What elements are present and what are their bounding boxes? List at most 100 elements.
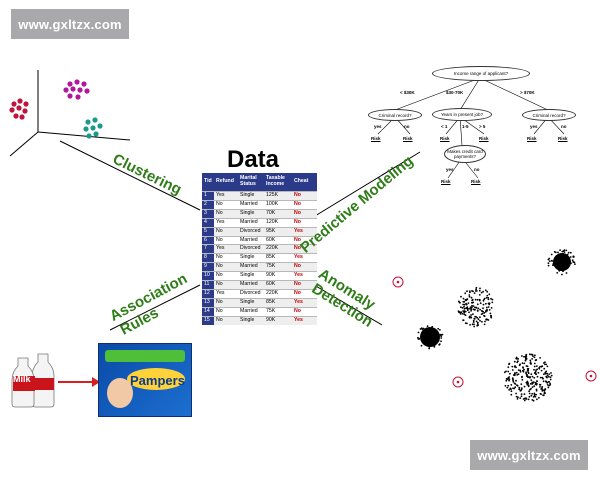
scatter-point [472, 313, 474, 316]
table-cell: 1 [202, 191, 214, 201]
table-cell: 90K [264, 271, 292, 281]
scatter-point [528, 390, 530, 393]
cluster-magenta-dots [63, 79, 90, 100]
scatter-point [437, 327, 440, 330]
scatter-point [514, 365, 516, 367]
scatter-point [463, 305, 465, 308]
tree-node-mid2: Makes credit card payments? [444, 145, 486, 163]
scatter-point [514, 386, 517, 389]
scatter-point [562, 250, 565, 253]
scatter-point [542, 394, 545, 397]
scatter-point [457, 300, 460, 303]
scatter-point [520, 393, 523, 395]
scatter-point [536, 375, 539, 378]
scatter-point [565, 249, 568, 252]
table-cell: No [214, 262, 238, 272]
line-clustering [59, 140, 201, 211]
scatter-point [484, 289, 487, 292]
scatter-point [569, 256, 572, 258]
scatter-point [557, 253, 560, 256]
scatter-point [534, 395, 537, 398]
tree-left-no: no [404, 124, 410, 129]
scatter-point [551, 260, 554, 262]
scatter-point [476, 309, 479, 312]
scatter-point [508, 389, 511, 391]
scatter-point [530, 394, 533, 397]
table-header-row: Tid Refund Marital Status Taxable Income… [202, 173, 317, 192]
scatter-point [553, 264, 556, 266]
scatter-point [523, 399, 526, 402]
scatter-point [482, 303, 485, 306]
scatter-point [464, 322, 467, 325]
scatter-point [535, 389, 538, 392]
scatter-point [561, 265, 563, 267]
table-cell: Yes [292, 226, 317, 237]
scatter-point [513, 360, 516, 363]
scatter-point [550, 372, 552, 374]
table-cell: No [214, 208, 238, 219]
table-cell: 90K [264, 315, 292, 325]
scatter-point [461, 307, 464, 309]
scatter-point [532, 399, 535, 402]
scatter-point [533, 356, 536, 359]
table-cell: 2 [202, 199, 214, 210]
scatter-point [481, 320, 483, 323]
scatter-point [460, 295, 462, 298]
scatter-point [468, 307, 470, 310]
table-cell: 125K [264, 191, 292, 201]
scatter-point [476, 303, 479, 306]
tree-node-mid: Years in present job? [432, 108, 492, 121]
scatter-point [512, 380, 515, 383]
scatter-point [548, 373, 551, 375]
scatter-point [561, 254, 564, 256]
scatter-point [529, 359, 532, 362]
table-cell: 220K [264, 244, 292, 254]
scatter-point [526, 368, 529, 370]
scatter-point [549, 378, 552, 381]
scatter-point [465, 303, 468, 306]
scatter-point [519, 369, 522, 372]
scatter-point [483, 323, 486, 326]
table-cell: Single [238, 253, 264, 263]
tree-mid-gt5: > 5 [479, 124, 486, 129]
scatter-point [566, 253, 569, 256]
scatter-point [473, 317, 476, 320]
scatter-point [476, 323, 479, 325]
scatter-point [507, 370, 510, 373]
scatter-point [462, 310, 464, 312]
scatter-point [527, 371, 529, 373]
scatter-point [535, 369, 537, 372]
scatter-point [469, 316, 472, 318]
scatter-point [544, 363, 546, 366]
scatter-point [539, 386, 541, 388]
scatter-point [428, 347, 431, 350]
scatter-point [425, 328, 428, 331]
scatter-point [563, 263, 565, 266]
scatter-point [545, 363, 548, 366]
scatter-point [557, 266, 560, 268]
scatter-point [556, 272, 559, 274]
anomaly-outliers [392, 276, 597, 388]
scatter-point [490, 297, 492, 300]
scatter-point [573, 256, 575, 258]
table-cell: 8 [202, 253, 214, 263]
table-cell: Yes [292, 315, 317, 325]
scatter-point [486, 290, 489, 293]
scatter-point [567, 261, 569, 264]
scatter-point [480, 291, 483, 294]
scatter-point [549, 376, 552, 379]
scatter-point [520, 395, 523, 398]
scatter-point [535, 393, 537, 396]
table-cell: Yes [214, 217, 238, 228]
tree-leaf-8: Risk [558, 136, 568, 141]
scatter-point [528, 395, 531, 398]
scatter-point [543, 367, 546, 370]
tree-leaf-6: Risk [471, 179, 481, 184]
scatter-point [535, 365, 538, 367]
scatter-point [420, 327, 423, 329]
scatter-point [475, 320, 478, 323]
scatter-point [491, 298, 494, 301]
